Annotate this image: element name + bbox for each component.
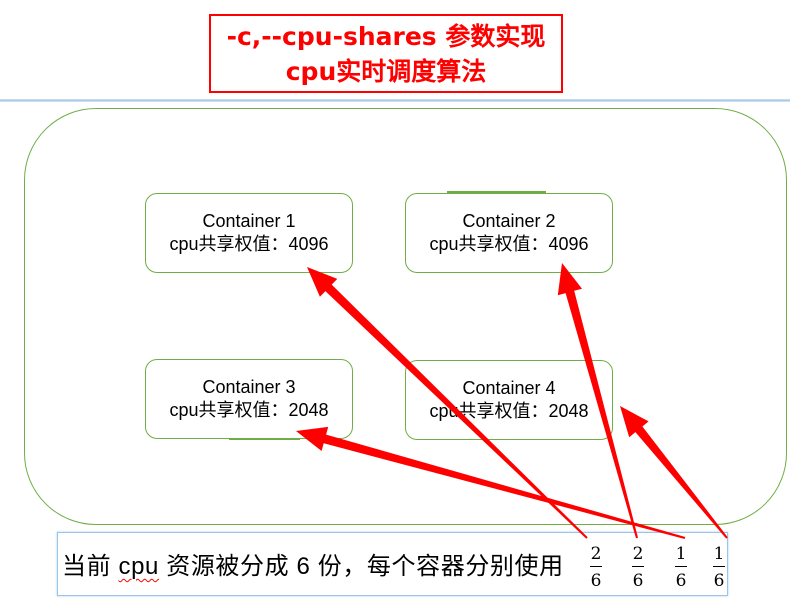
fraction-denominator: 6: [675, 571, 687, 591]
container-3-box: Container 3 cpu共享权值：2048: [145, 359, 353, 439]
cpu-shares-label: cpu共享权值：: [169, 400, 289, 420]
fraction-numerator: 1: [713, 544, 725, 564]
fraction-denominator: 6: [713, 571, 725, 591]
title-line-2: cpu实时调度算法: [285, 56, 487, 86]
cpu-shares-text: cpu共享权值：2048: [429, 400, 588, 423]
fraction-numerator: 1: [675, 544, 687, 564]
cpu-shares-label: cpu共享权值：: [429, 401, 549, 421]
container-name: Container 4: [462, 378, 556, 398]
container-2-box: Container 2 cpu共享权值：4096: [405, 193, 613, 273]
cpu-shares-value: 4096: [288, 234, 329, 254]
caption-box: 当前 cpu 资源被分成 6 份，每个容器分别使用 2 6 2 6 1 6 1 …: [57, 532, 728, 596]
fraction-numerator: 2: [590, 544, 602, 564]
cpu-shares-text: cpu共享权值：2048: [169, 399, 328, 422]
fraction-bar: [713, 566, 725, 567]
fraction-2: 2 6: [630, 544, 646, 591]
fraction-numerator: 2: [632, 544, 644, 564]
cpu-shares-label: cpu共享权值：: [169, 234, 289, 254]
fraction-1: 2 6: [588, 544, 604, 591]
cpu-shares-value: 4096: [548, 234, 589, 254]
container-name: Container 3: [202, 377, 296, 397]
header-divider: [0, 99, 790, 102]
caption-prefix: 当前: [62, 553, 119, 580]
cpu-shares-text: cpu共享权值：4096: [169, 233, 328, 256]
fraction-denominator: 6: [590, 571, 602, 591]
cpu-shares-value: 2048: [548, 401, 589, 421]
title-line-1: -c,--cpu-shares 参数实现: [226, 21, 546, 51]
host-frame: [24, 108, 787, 525]
caption-suffix: 资源被分成 6 份，每个容器分别使用: [158, 553, 564, 580]
fraction-4: 1 6: [711, 544, 727, 591]
title-box: -c,--cpu-shares 参数实现 cpu实时调度算法: [209, 14, 563, 93]
container-name: Container 2: [462, 211, 556, 231]
fraction-denominator: 6: [632, 571, 644, 591]
container-1-box: Container 1 cpu共享权值：4096: [145, 193, 353, 273]
caption-text: 当前 cpu 资源被分成 6 份，每个容器分别使用: [62, 552, 564, 582]
shape-edge-fragment: [447, 191, 546, 193]
cpu-shares-text: cpu共享权值：4096: [429, 233, 588, 256]
fraction-bar: [675, 566, 687, 567]
fraction-bar: [590, 566, 602, 567]
container-name: Container 1: [202, 211, 296, 231]
cpu-shares-label: cpu共享权值：: [429, 234, 549, 254]
caption-cpu-word: cpu: [118, 553, 159, 580]
container-4-box: Container 4 cpu共享权值：2048: [405, 360, 613, 440]
shape-edge-fragment: [229, 438, 300, 440]
cpu-shares-value: 2048: [288, 400, 329, 420]
fraction-bar: [632, 566, 644, 567]
fraction-3: 1 6: [673, 544, 689, 591]
